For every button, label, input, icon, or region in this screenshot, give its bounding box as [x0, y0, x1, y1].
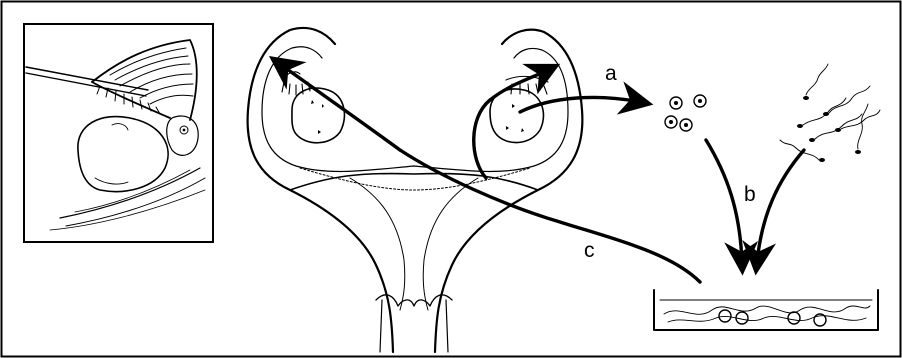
fertilization-path: b — [706, 140, 804, 262]
retrieval-path: a — [474, 62, 640, 178]
transfer-path: c — [280, 64, 700, 282]
left-ovary — [292, 88, 345, 143]
label-c: c — [584, 239, 595, 262]
sperm-icon — [835, 110, 880, 132]
eggs-cluster — [665, 95, 706, 131]
arrow-icon — [706, 140, 742, 262]
inset-panel — [24, 24, 213, 242]
arrow-icon — [400, 150, 700, 282]
culture-dish-icon — [654, 290, 878, 330]
sperm-cluster — [780, 64, 880, 162]
egg-icon — [719, 310, 731, 322]
sperm-icon — [809, 114, 862, 142]
label-b: b — [744, 183, 756, 206]
sperm-icon — [803, 64, 828, 100]
egg-icon — [788, 312, 800, 324]
label-a: a — [605, 62, 617, 85]
arrow-icon — [757, 150, 804, 262]
sperm-icon — [797, 98, 846, 128]
sperm-icon — [823, 86, 870, 116]
sperm-icon — [855, 104, 868, 154]
right-ovary — [490, 89, 543, 143]
